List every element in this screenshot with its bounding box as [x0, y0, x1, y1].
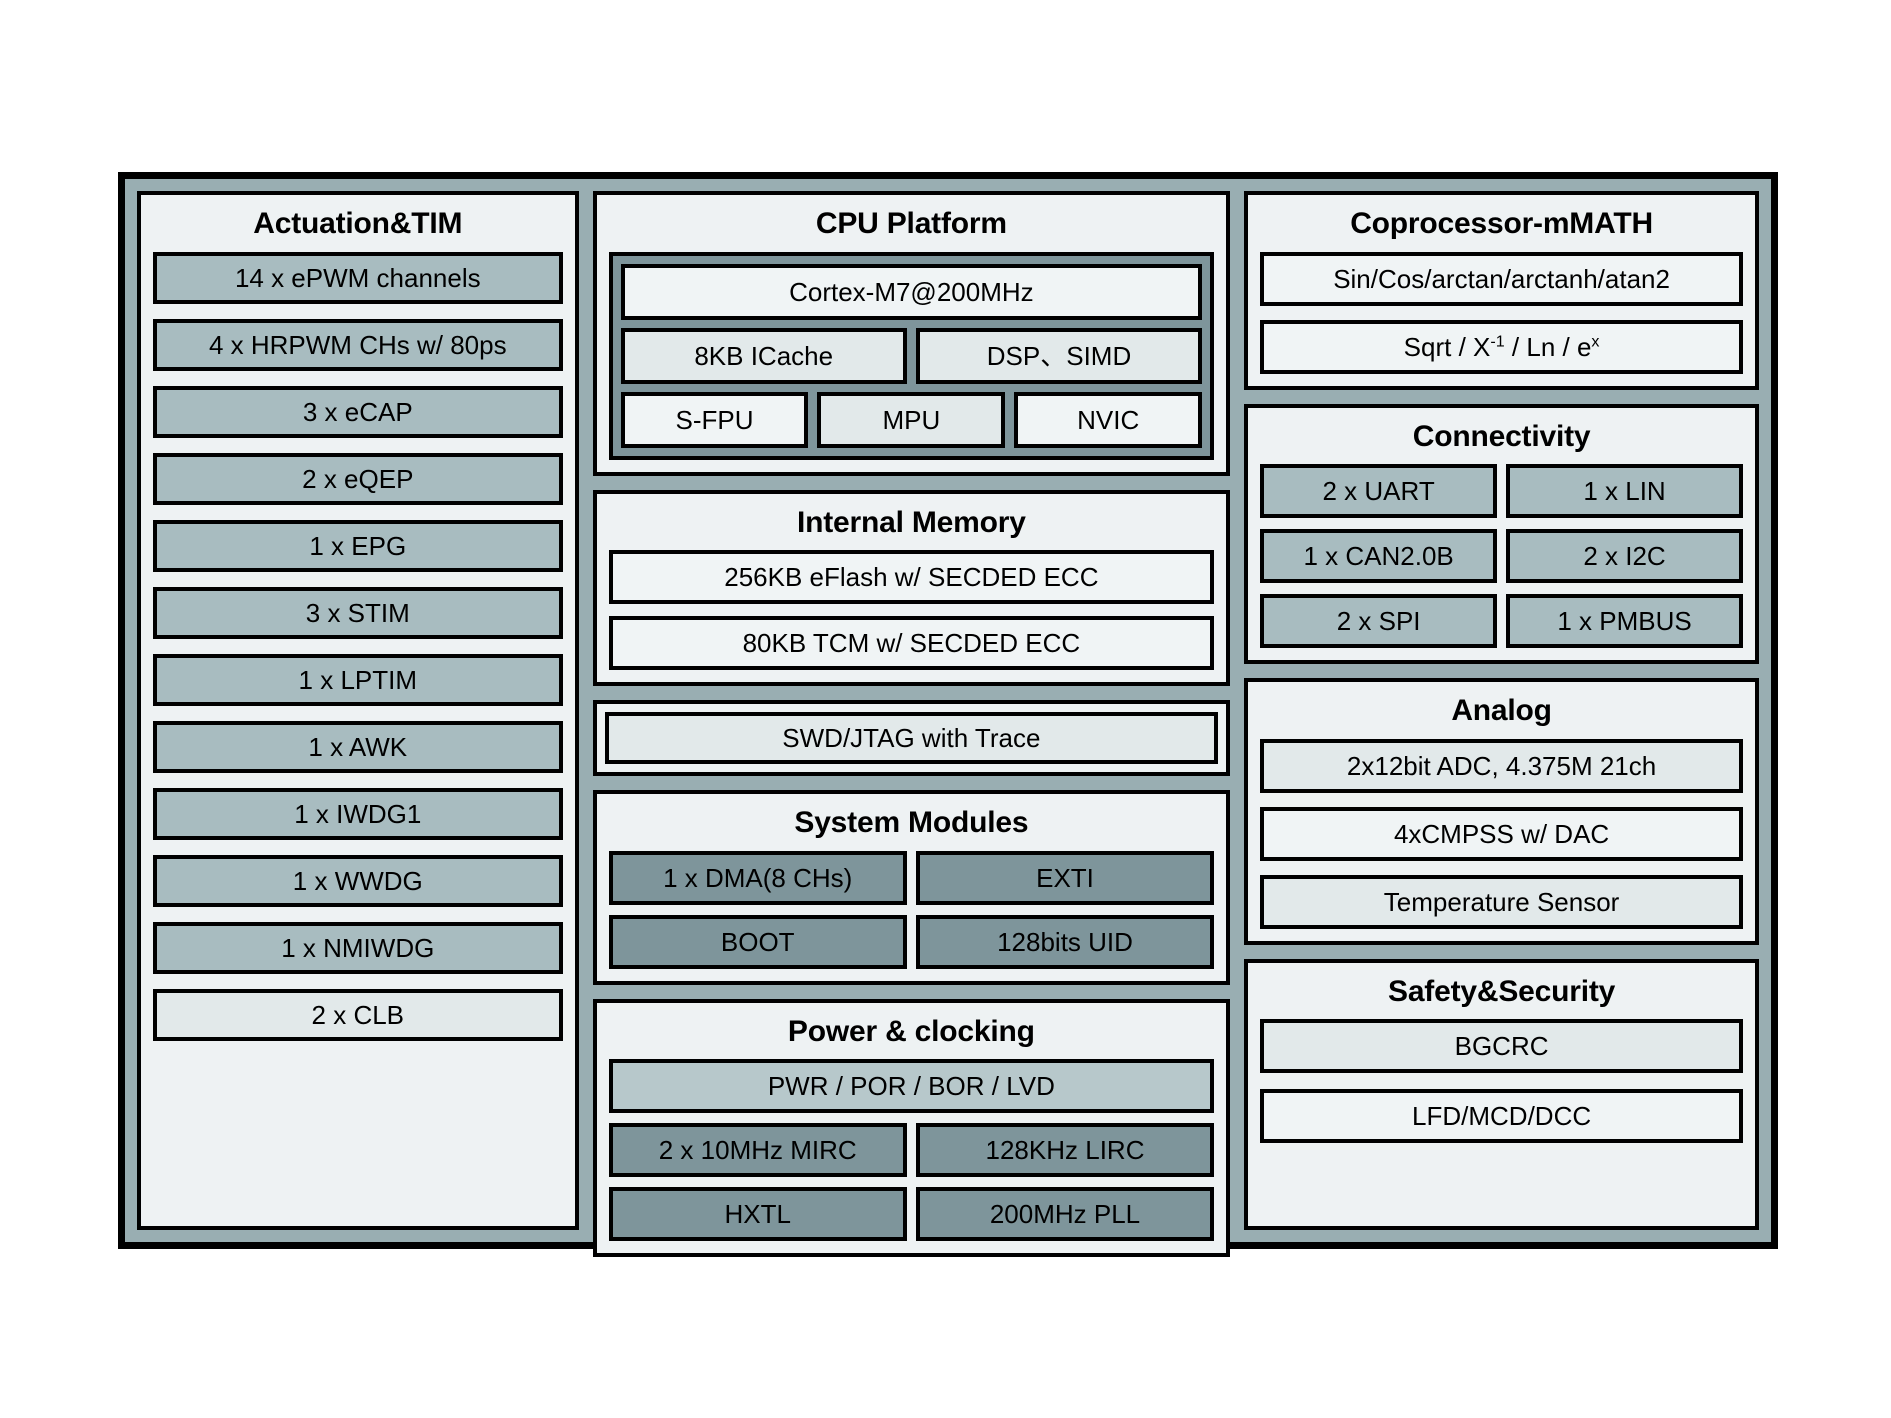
- block-bgcrc[interactable]: BGCRC: [1260, 1019, 1743, 1073]
- block-dma[interactable]: 1 x DMA(8 CHs): [608, 850, 907, 905]
- block-math-functions[interactable]: Sqrt / X-1 / Ln / ex: [1260, 319, 1743, 374]
- block-hrpwm-channels[interactable]: 4 x HRPWM CHs w/ 80ps: [153, 318, 563, 371]
- group-power-clocking: Power & clocking PWR / POR / BOR / LVD 2…: [592, 998, 1231, 1257]
- connectivity-row-1: 2 x UART 1 x LIN: [1260, 464, 1743, 518]
- block-hxtl[interactable]: HXTL: [608, 1187, 907, 1241]
- block-stim[interactable]: 3 x STIM: [153, 586, 563, 639]
- coprocessor-list: Sin/Cos/arctan/arctanh/atan2 Sqrt / X-1 …: [1260, 251, 1743, 374]
- system-modules-row-2: BOOT 128bits UID: [608, 914, 1215, 969]
- group-debug: SWD/JTAG with Trace: [592, 700, 1231, 776]
- block-swd-jtag[interactable]: SWD/JTAG with Trace: [604, 712, 1219, 764]
- block-uid[interactable]: 128bits UID: [915, 914, 1215, 969]
- math-formula: Sqrt / X-1 / Ln / ex: [1403, 331, 1600, 362]
- block-lfd-mcd-dcc[interactable]: LFD/MCD/DCC: [1260, 1089, 1743, 1143]
- group-safety-security: Safety&Security BGCRC LFD/MCD/DCC: [1244, 958, 1759, 1230]
- formula-sup-2: x: [1591, 331, 1600, 350]
- block-pmbus[interactable]: 1 x PMBUS: [1506, 594, 1743, 648]
- system-modules-row-1: 1 x DMA(8 CHs) EXTI: [608, 850, 1215, 905]
- group-internal-memory: Internal Memory 256KB eFlash w/ SECDED E…: [592, 489, 1231, 686]
- column-left: Actuation&TIM 14 x ePWM channels 4 x HRP…: [137, 191, 579, 1230]
- analog-list: 2x12bit ADC, 4.375M 21ch 4xCMPSS w/ DAC …: [1260, 738, 1743, 929]
- block-i2c[interactable]: 2 x I2C: [1506, 529, 1743, 583]
- block-lirc[interactable]: 128KHz LIRC: [915, 1123, 1215, 1177]
- power-clocking-row-2: HXTL 200MHz PLL: [608, 1187, 1215, 1241]
- power-clocking-list: PWR / POR / BOR / LVD 2 x 10MHz MIRC 128…: [608, 1059, 1215, 1241]
- group-system-modules: System Modules 1 x DMA(8 CHs) EXTI BOOT …: [592, 790, 1231, 985]
- chip-frame: Actuation&TIM 14 x ePWM channels 4 x HRP…: [118, 172, 1778, 1257]
- block-clb[interactable]: 2 x CLB: [153, 988, 563, 1041]
- column-right: Coprocessor-mMATH Sin/Cos/arctan/arctanh…: [1244, 191, 1759, 1230]
- group-title-safety-security: Safety&Security: [1388, 974, 1616, 1008]
- block-lin[interactable]: 1 x LIN: [1506, 464, 1743, 518]
- block-nvic[interactable]: NVIC: [1014, 391, 1203, 448]
- system-modules-list: 1 x DMA(8 CHs) EXTI BOOT 128bits UID: [608, 850, 1215, 969]
- group-connectivity: Connectivity 2 x UART 1 x LIN 1 x CAN2.0…: [1244, 403, 1759, 664]
- block-ecap[interactable]: 3 x eCAP: [153, 385, 563, 438]
- block-exti[interactable]: EXTI: [915, 850, 1215, 905]
- block-tcm[interactable]: 80KB TCM w/ SECDED ECC: [608, 616, 1215, 670]
- formula-sup-1: -1: [1490, 331, 1505, 350]
- group-cpu-platform: CPU Platform Cortex-M7@200MHz 8KB ICache…: [592, 191, 1231, 476]
- group-title-internal-memory: Internal Memory: [796, 505, 1026, 539]
- group-title-analog: Analog: [1451, 694, 1552, 727]
- actuation-item-list: 14 x ePWM channels 4 x HRPWM CHs w/ 80ps…: [153, 251, 563, 1215]
- connectivity-row-2: 1 x CAN2.0B 2 x I2C: [1260, 529, 1743, 583]
- formula-prefix: Sqrt / X: [1403, 331, 1491, 362]
- group-title-power-clocking: Power & clocking: [787, 1014, 1035, 1048]
- block-cmpss-dac[interactable]: 4xCMPSS w/ DAC: [1260, 806, 1743, 861]
- power-clocking-row-1: 2 x 10MHz MIRC 128KHz LIRC: [608, 1123, 1215, 1177]
- group-analog: Analog 2x12bit ADC, 4.375M 21ch 4xCMPSS …: [1244, 678, 1759, 945]
- safety-security-list: BGCRC LFD/MCD/DCC: [1260, 1019, 1743, 1143]
- block-iwdg1[interactable]: 1 x IWDG1: [153, 787, 563, 840]
- group-title-coprocessor: Coprocessor-mMATH: [1350, 207, 1653, 240]
- group-title-system-modules: System Modules: [794, 806, 1029, 839]
- block-icache[interactable]: 8KB ICache: [620, 327, 907, 384]
- block-eqep[interactable]: 2 x eQEP: [153, 452, 563, 505]
- internal-memory-item-list: 256KB eFlash w/ SECDED ECC 80KB TCM w/ S…: [608, 550, 1215, 670]
- group-title-connectivity: Connectivity: [1412, 419, 1591, 453]
- block-trig-functions[interactable]: Sin/Cos/arctan/arctanh/atan2: [1260, 251, 1743, 306]
- group-actuation-tim: Actuation&TIM 14 x ePWM channels 4 x HRP…: [137, 191, 579, 1230]
- block-mirc[interactable]: 2 x 10MHz MIRC: [608, 1123, 907, 1177]
- group-title-actuation: Actuation&TIM: [253, 207, 463, 240]
- block-eflash[interactable]: 256KB eFlash w/ SECDED ECC: [608, 550, 1215, 604]
- block-can[interactable]: 1 x CAN2.0B: [1260, 529, 1498, 583]
- column-middle: CPU Platform Cortex-M7@200MHz 8KB ICache…: [592, 191, 1231, 1257]
- block-dsp-simd[interactable]: DSP、SIMD: [915, 327, 1203, 384]
- block-uart[interactable]: 2 x UART: [1260, 464, 1498, 518]
- formula-mid: / Ln / e: [1504, 331, 1592, 362]
- cpu-core-container: Cortex-M7@200MHz 8KB ICache DSP、SIMD S-F…: [608, 251, 1215, 460]
- block-epg[interactable]: 1 x EPG: [153, 519, 563, 572]
- cpu-row-cache: 8KB ICache DSP、SIMD: [620, 327, 1203, 384]
- block-lptim[interactable]: 1 x LPTIM: [153, 653, 563, 706]
- group-title-cpu-platform: CPU Platform: [815, 207, 1007, 240]
- connectivity-row-3: 2 x SPI 1 x PMBUS: [1260, 594, 1743, 648]
- block-adc[interactable]: 2x12bit ADC, 4.375M 21ch: [1260, 738, 1743, 793]
- connectivity-list: 2 x UART 1 x LIN 1 x CAN2.0B 2 x I2C 2 x…: [1260, 464, 1743, 648]
- block-mpu[interactable]: MPU: [817, 391, 1006, 448]
- block-temperature-sensor[interactable]: Temperature Sensor: [1260, 874, 1743, 929]
- block-pll[interactable]: 200MHz PLL: [915, 1187, 1215, 1241]
- cpu-row-units: S-FPU MPU NVIC: [620, 391, 1203, 448]
- block-nmiwdg[interactable]: 1 x NMIWDG: [153, 921, 563, 974]
- block-boot[interactable]: BOOT: [608, 914, 907, 969]
- block-cortex-m7[interactable]: Cortex-M7@200MHz: [620, 263, 1203, 320]
- block-spi[interactable]: 2 x SPI: [1260, 594, 1498, 648]
- group-coprocessor-mmath: Coprocessor-mMATH Sin/Cos/arctan/arctanh…: [1244, 191, 1759, 390]
- block-wwdg[interactable]: 1 x WWDG: [153, 854, 563, 907]
- block-awk[interactable]: 1 x AWK: [153, 720, 563, 773]
- block-pwr-por-bor-lvd[interactable]: PWR / POR / BOR / LVD: [608, 1059, 1215, 1113]
- block-s-fpu[interactable]: S-FPU: [620, 391, 809, 448]
- block-epwm-channels[interactable]: 14 x ePWM channels: [153, 251, 563, 304]
